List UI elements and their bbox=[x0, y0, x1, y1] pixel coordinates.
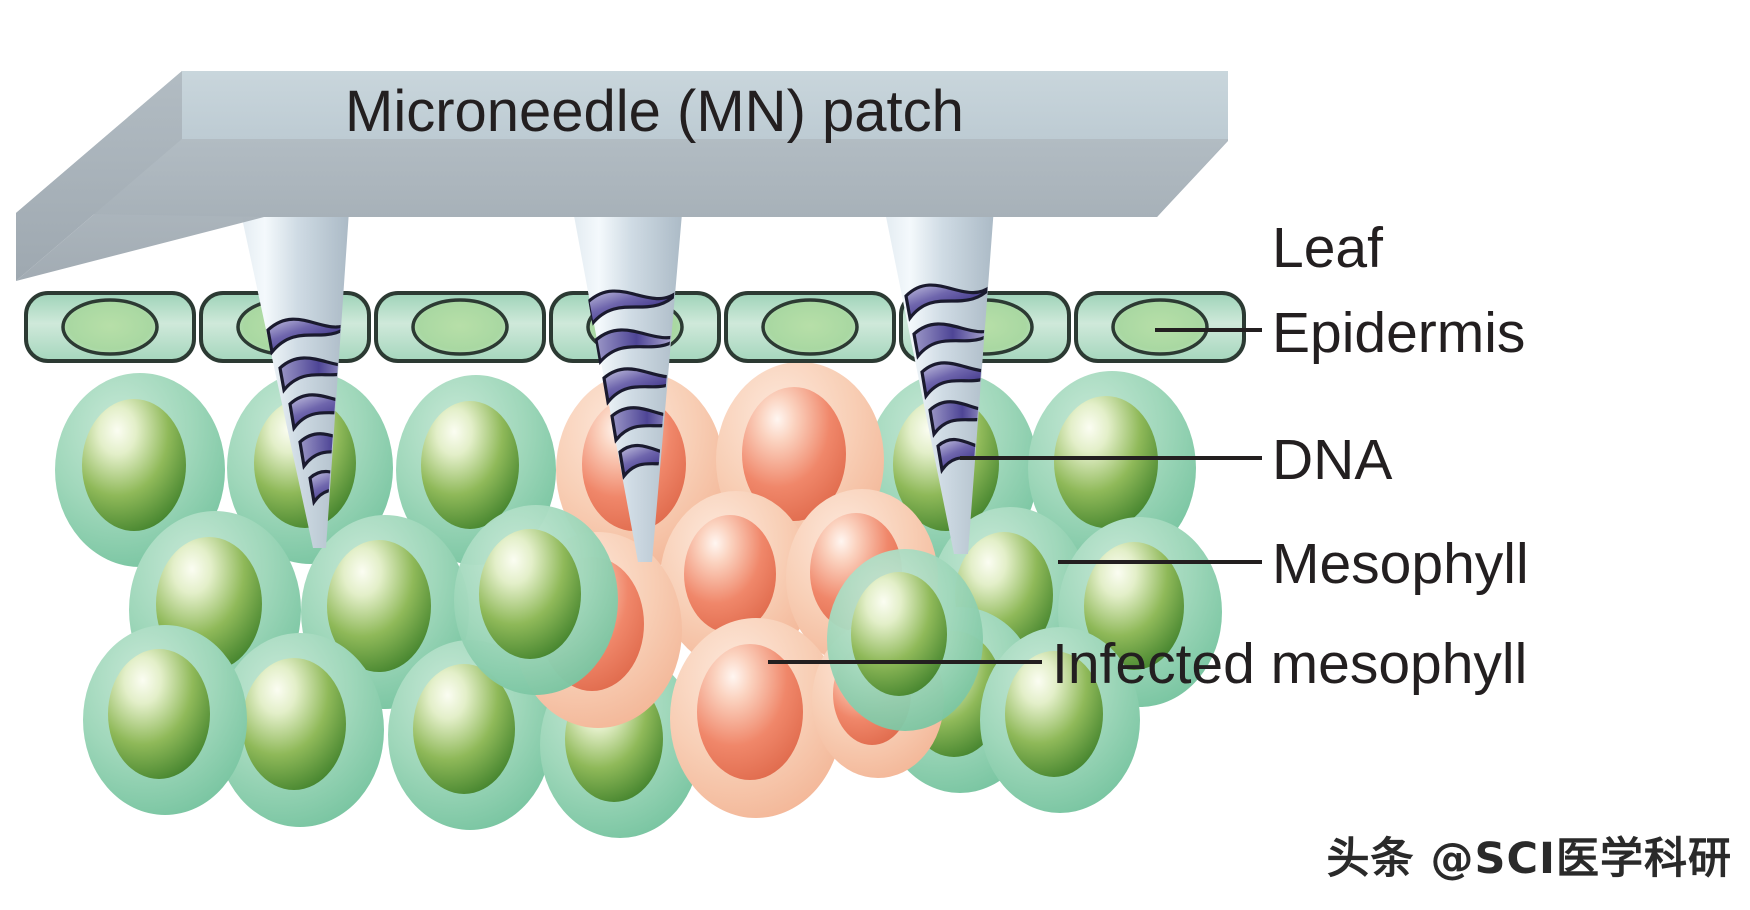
needle-group-1 bbox=[231, 166, 352, 548]
mesophyll-cell bbox=[388, 640, 552, 830]
leader-lines bbox=[768, 328, 1262, 664]
patch-front-face bbox=[16, 139, 1228, 281]
mesophyll-cell bbox=[827, 549, 983, 731]
epidermis-cell bbox=[374, 291, 546, 363]
patch-title: Microneedle (MN) patch bbox=[345, 79, 964, 144]
mesophyll-cell bbox=[980, 627, 1140, 813]
needle-group-2 bbox=[565, 166, 686, 562]
label-mesophyll: Mesophyll bbox=[1272, 532, 1529, 596]
infected-mesophyll-cell bbox=[670, 618, 842, 818]
mesophyll-front-layer bbox=[83, 505, 1140, 815]
label-epidermis: Epidermis bbox=[1272, 301, 1526, 365]
epidermis-cell bbox=[1074, 291, 1246, 363]
label-infected-mesophyll: Infected mesophyll bbox=[1052, 632, 1528, 696]
label-leaf: Leaf bbox=[1272, 216, 1383, 280]
patch-left-bevel bbox=[16, 71, 182, 281]
needle-group-3 bbox=[876, 166, 997, 554]
mesophyll-cell bbox=[1028, 371, 1196, 565]
mesophyll-cell bbox=[216, 633, 384, 827]
mesophyll-cell bbox=[454, 505, 618, 695]
patch-top-face bbox=[182, 71, 1228, 139]
epidermis-cell bbox=[24, 291, 196, 363]
watermark: 头条 @SCI医学科研 bbox=[1326, 834, 1732, 884]
microneedle-patch bbox=[16, 71, 1228, 281]
mesophyll-cell bbox=[83, 625, 247, 815]
label-dna: DNA bbox=[1272, 428, 1393, 492]
epidermis-cell bbox=[724, 291, 896, 363]
